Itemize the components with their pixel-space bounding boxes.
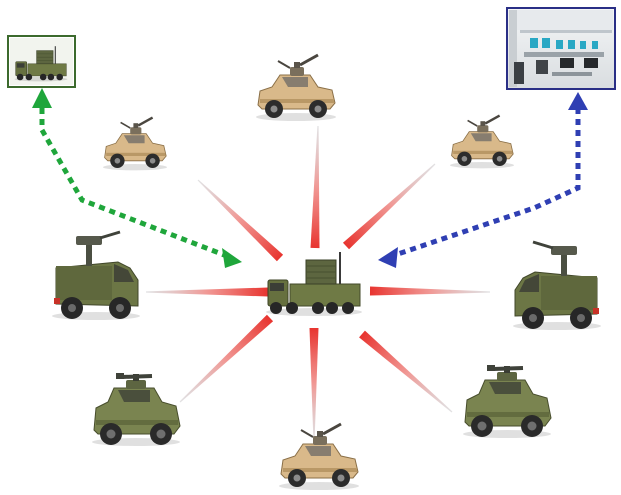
lower-right-vehicle-icon xyxy=(461,363,553,440)
top-right-control-room-image xyxy=(506,7,616,90)
radar-beam-top-center xyxy=(310,125,320,249)
central-radar-truck-icon xyxy=(265,251,363,317)
green-data-link xyxy=(32,88,242,268)
radar-beam-mid-right xyxy=(369,286,491,296)
green-arrow-up-icon xyxy=(32,88,52,108)
green-arrow-right-icon xyxy=(222,248,242,268)
upper-left-vehicle-icon xyxy=(101,116,169,172)
blue-data-link xyxy=(378,92,588,268)
blue-arrow-left-icon xyxy=(378,247,398,268)
mid-right-vehicle-icon xyxy=(511,240,603,332)
top-center-vehicle-icon xyxy=(254,53,338,123)
radar-beam-upper-right xyxy=(342,163,436,250)
radar-beam-mid-left xyxy=(146,287,268,297)
mid-left-vehicle-icon xyxy=(50,230,142,322)
control-room-icon xyxy=(509,10,613,87)
radar-beam-lower-right xyxy=(359,330,453,413)
blue-arrow-up-icon xyxy=(568,92,588,110)
bottom-center-vehicle-icon xyxy=(277,422,361,492)
upper-right-vehicle-icon xyxy=(448,114,516,170)
lower-left-vehicle-icon xyxy=(90,371,182,448)
radar-beam-bottom-center xyxy=(309,328,319,440)
radar-beam-lower-left xyxy=(179,314,274,403)
radar-beam-links xyxy=(146,125,491,440)
radar-beam-upper-left xyxy=(197,179,284,262)
top-left-command-post-image xyxy=(7,35,76,88)
